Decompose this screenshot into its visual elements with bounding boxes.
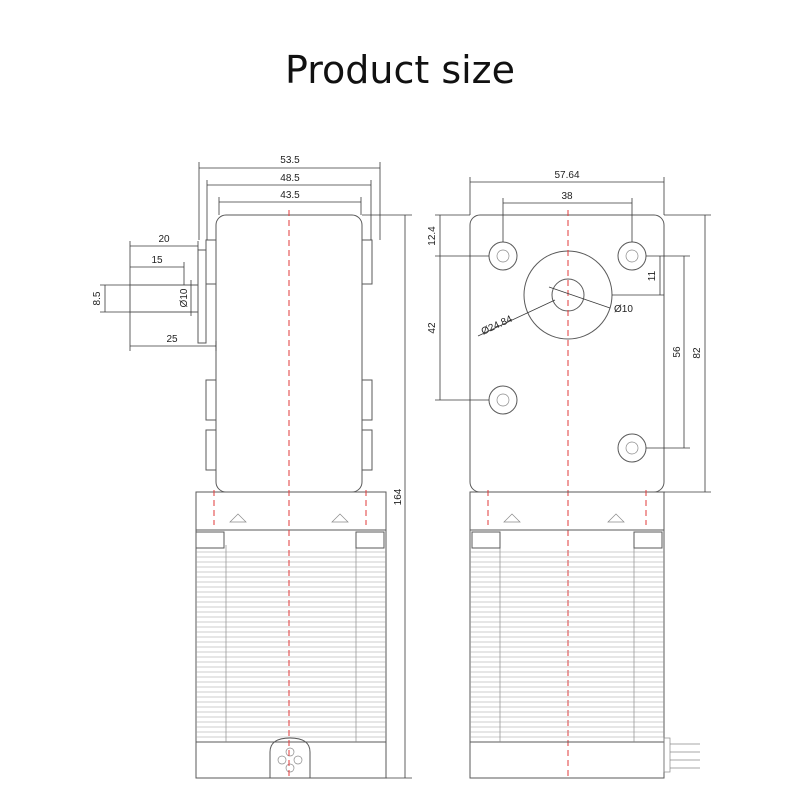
dim-label: 56 (672, 346, 683, 358)
dim-label: 20 (158, 234, 170, 245)
front-knurled-pad (633, 531, 663, 549)
dim-label: 38 (561, 191, 573, 202)
dim-38: 38 (502, 191, 633, 242)
side-tab (205, 429, 217, 471)
side-tab (361, 239, 373, 285)
dim-label: 42 (427, 322, 438, 334)
dim-label: Ø10 (179, 288, 190, 307)
dim-label: 53.5 (280, 155, 300, 166)
side-knurled-pad (355, 531, 385, 549)
dim-dia-10: Ø10 (179, 280, 192, 316)
dim-53-5: 53.5 (198, 155, 381, 240)
side-tab (361, 429, 373, 471)
side-tab (205, 239, 217, 285)
dim-label: 164 (393, 488, 404, 505)
dim-label: 57.64 (554, 170, 579, 181)
side-shaft (129, 284, 199, 313)
front-motor-body (469, 491, 665, 779)
dim-15: 15 (130, 255, 185, 285)
dim-label: 82 (692, 347, 703, 359)
front-cooling-fins (470, 551, 664, 738)
side-connector (269, 737, 311, 778)
dim-label: Ø10 (614, 304, 633, 315)
dim-48-5: 48.5 (206, 173, 372, 240)
front-gearbox-plate (469, 214, 665, 493)
dim-label: 25 (166, 334, 178, 345)
dim-label: Ø24.84 (480, 314, 515, 338)
side-tab (205, 379, 217, 421)
mounting-hole (488, 241, 518, 271)
side-tab (361, 379, 373, 421)
dim-8-5: 8.5 (92, 284, 130, 313)
dim-57-64: 57.64 (469, 170, 665, 215)
dim-164: 164 (362, 214, 412, 779)
dim-label: 11 (647, 270, 658, 281)
dim-label: 48.5 (280, 173, 300, 184)
dim-label: 12.4 (427, 226, 438, 246)
side-knurled-pad (195, 531, 225, 549)
front-view: Ø10 Ø24.84 57.64 (427, 170, 711, 780)
side-motor-body (195, 491, 387, 779)
motor-wires (663, 737, 700, 773)
side-view: 53.5 48.5 43.5 20 15 8 (92, 155, 412, 780)
dim-label: 15 (151, 255, 163, 266)
dim-label: 8.5 (92, 291, 103, 305)
dim-12-4: 12.4 (427, 214, 489, 257)
mounting-hole (617, 241, 647, 271)
side-shaft-collar (197, 249, 207, 344)
front-knurled-pad (471, 531, 501, 549)
dim-43-5: 43.5 (218, 190, 362, 215)
dim-20: 20 (129, 234, 199, 285)
dim-25: 25 (129, 312, 217, 351)
mounting-hole (488, 385, 518, 415)
mounting-hole (617, 433, 647, 463)
dim-82: 82 (664, 214, 711, 493)
dim-11: 11 (612, 256, 664, 296)
page-title: Product size (284, 48, 516, 92)
side-cooling-fins (196, 551, 386, 738)
dim-42: 42 (427, 256, 489, 401)
dim-label: 43.5 (280, 190, 300, 201)
dim-56: 56 (646, 255, 690, 449)
